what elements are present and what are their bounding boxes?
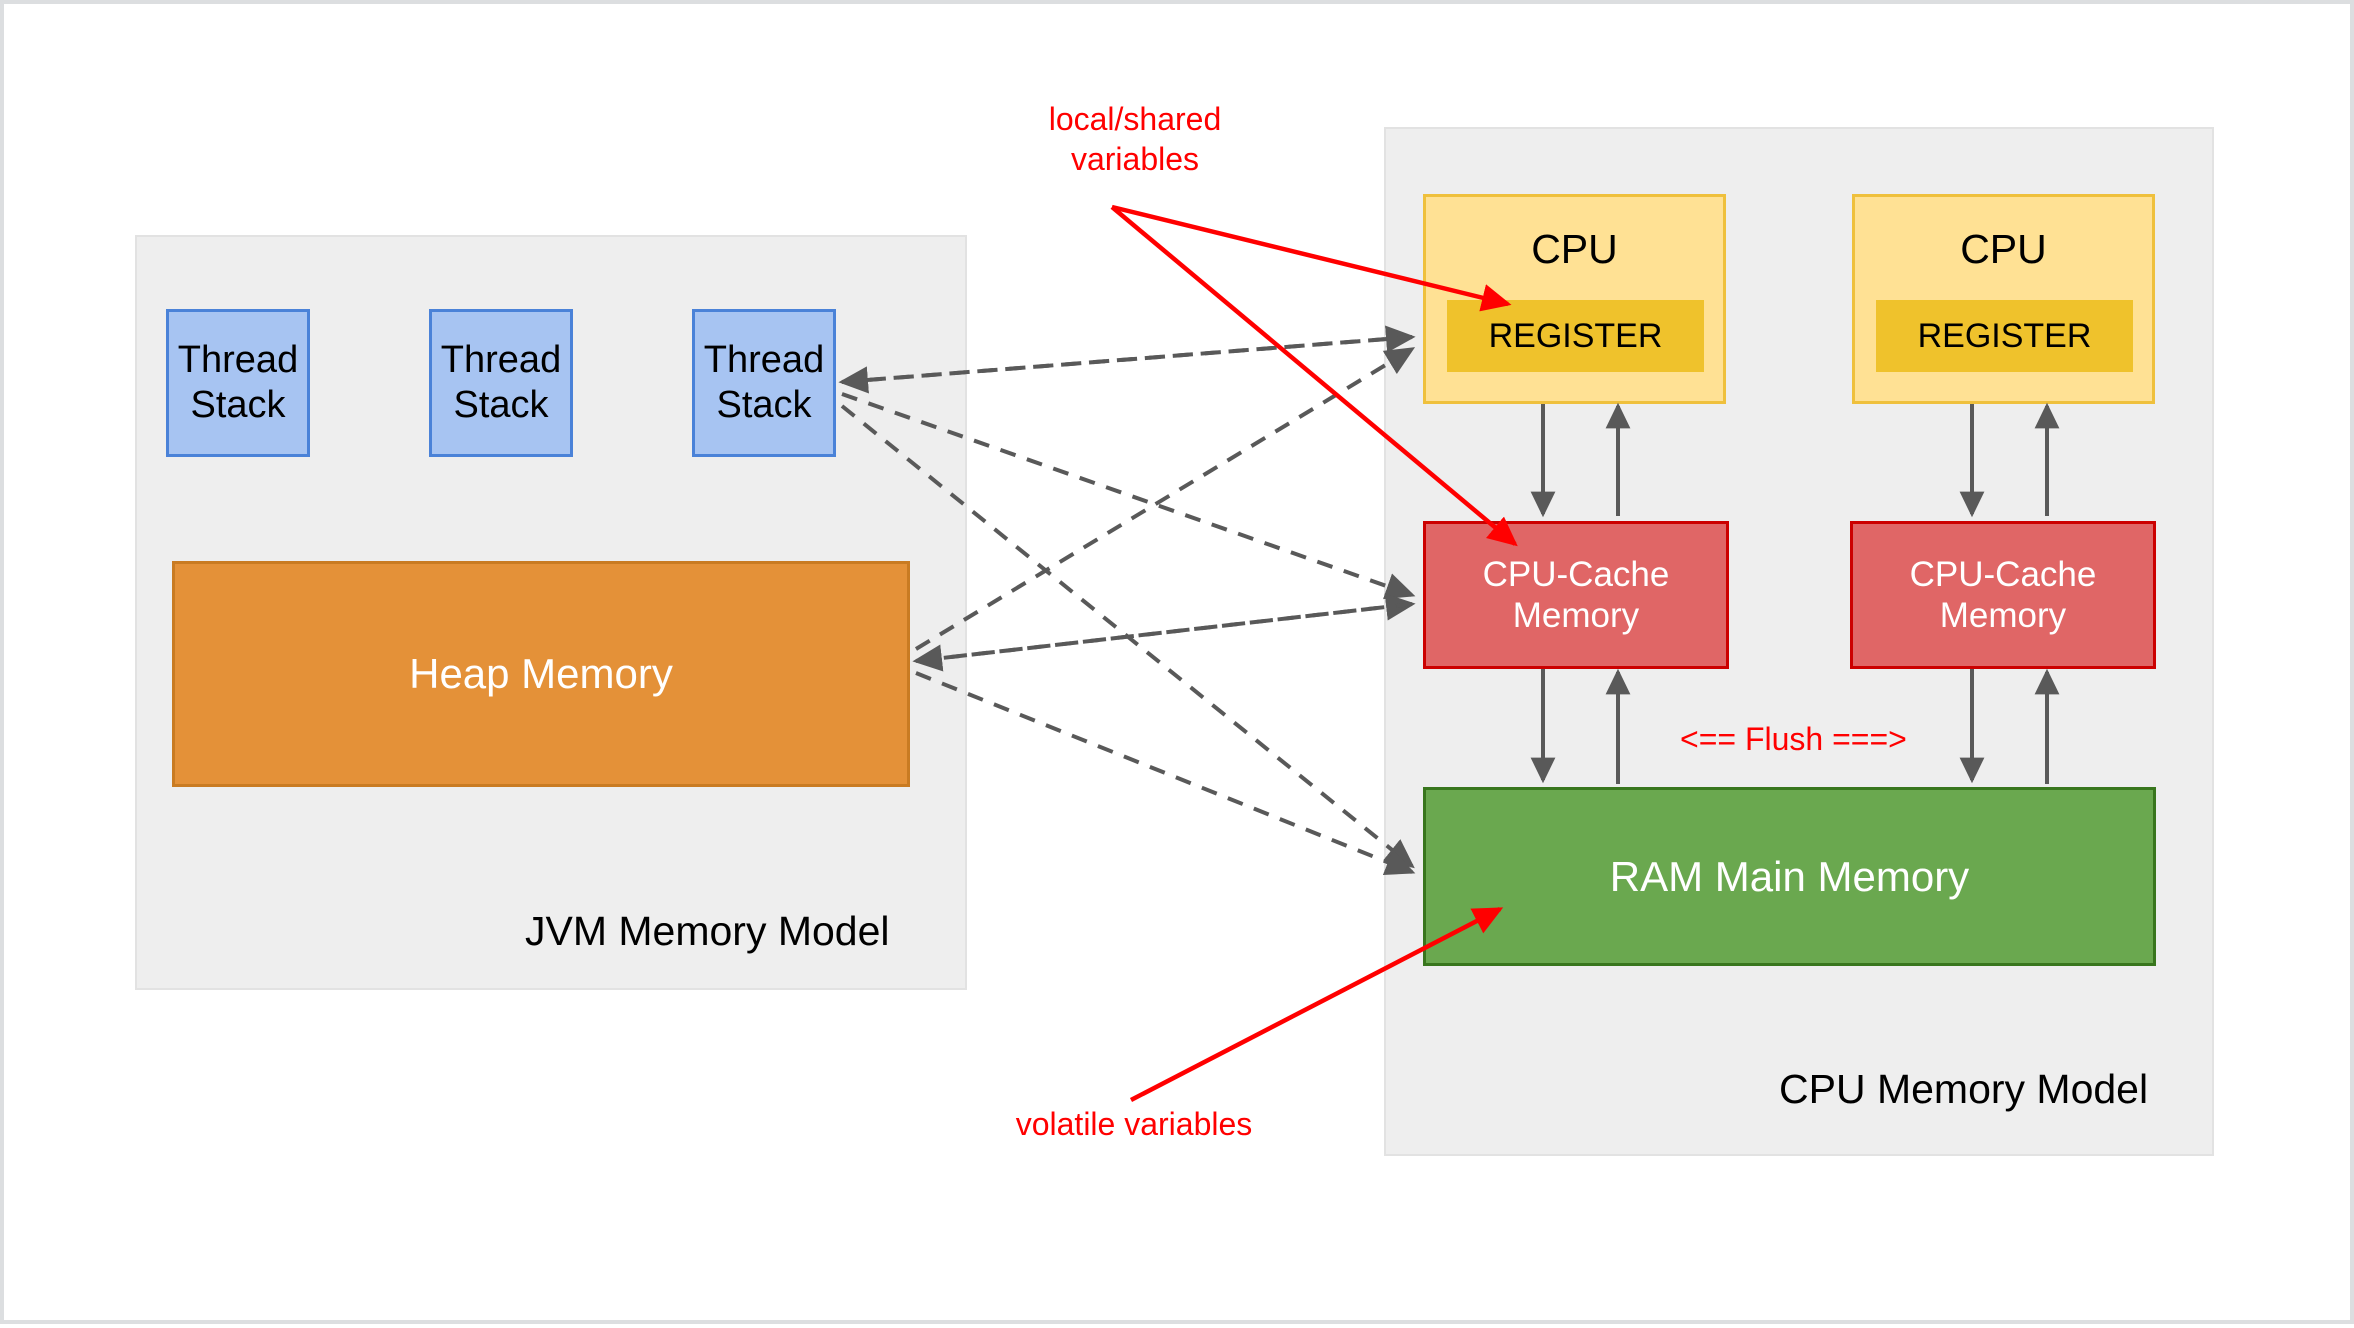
jvm-panel-title: JVM Memory Model <box>525 908 890 954</box>
cpu-box-2-label: CPU <box>1960 226 2047 272</box>
cpu-box-1: CPU REGISTER <box>1423 194 1726 404</box>
cpu-cache-memory-box-2: CPU-Cache Memory <box>1850 521 2156 669</box>
ram-main-memory-box: RAM Main Memory <box>1423 787 2156 966</box>
cpu-panel-title: CPU Memory Model <box>1779 1066 2149 1112</box>
thread-stack-box-3: Thread Stack <box>692 309 836 457</box>
connector-cache-to-heap <box>912 602 1413 672</box>
register-box-1: REGISTER <box>1447 300 1704 372</box>
cpu-cache-memory-box-1: CPU-Cache Memory <box>1423 521 1729 669</box>
connector-heap-to-cache <box>915 593 1416 663</box>
connector-heap-to-register <box>914 347 1416 651</box>
register-box-2: REGISTER <box>1876 300 2133 372</box>
thread-stack-box-2: Thread Stack <box>429 309 573 457</box>
cpu-box-2: CPU REGISTER <box>1852 194 2155 404</box>
flush-label: <== Flush ===> <box>1680 721 1907 757</box>
heap-memory-box: Heap Memory <box>172 561 910 787</box>
cpu-box-1-label: CPU <box>1531 226 1618 272</box>
annotation-volatile-variables: volatile variables <box>1015 1106 1253 1142</box>
thread-stack-box-1: Thread Stack <box>166 309 310 457</box>
annotation-local-shared-variables: local/shared variables <box>1048 101 1222 177</box>
connector-heap-to-ram <box>915 671 1416 875</box>
